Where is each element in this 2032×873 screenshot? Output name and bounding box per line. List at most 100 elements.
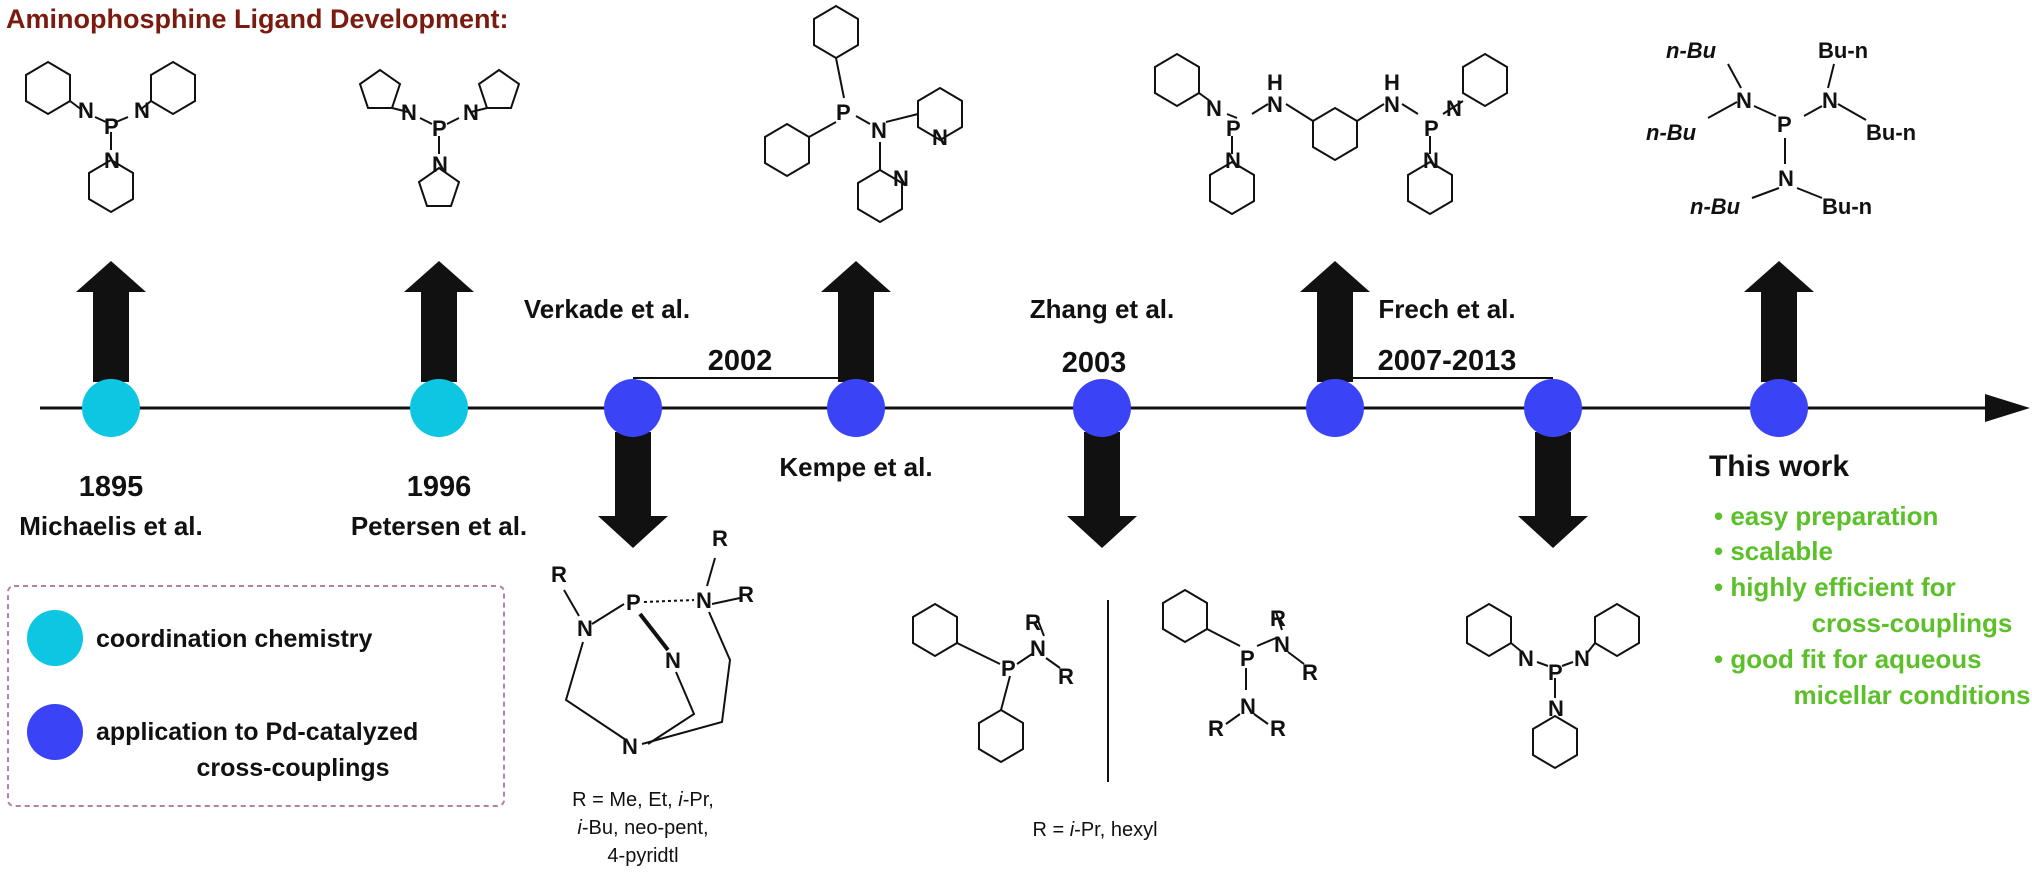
legend-box bbox=[7, 585, 505, 807]
feature-item: micellar conditions bbox=[1794, 680, 2031, 710]
verkade-r-note-1: R = Me, Et, i-Pr, bbox=[572, 789, 714, 811]
svg-text:N: N bbox=[1822, 88, 1838, 113]
legend-coordination-dot bbox=[27, 610, 83, 666]
year-label: 2002 bbox=[708, 345, 773, 377]
milestone-dot-this-work bbox=[1750, 379, 1808, 437]
up-arrow bbox=[76, 261, 146, 382]
bun-label: Bu-n bbox=[1822, 194, 1872, 219]
svg-text:R: R bbox=[712, 526, 728, 551]
svg-text:P: P bbox=[1001, 656, 1016, 681]
svg-text:N: N bbox=[1736, 88, 1752, 113]
svg-text:P: P bbox=[1424, 116, 1439, 141]
verkade-r-note-3: 4-pyridtl bbox=[607, 845, 678, 867]
feature-item: cross-couplings bbox=[1812, 608, 2013, 638]
nbu-label: n-Bu bbox=[1690, 194, 1741, 219]
svg-text:P: P bbox=[1777, 112, 1792, 137]
svg-text:N: N bbox=[1548, 696, 1564, 721]
structure-this-work: n-Bu Bu-n N N n-Bu P Bu-n N n-Bu Bu-n bbox=[1646, 38, 1916, 219]
svg-text:N: N bbox=[665, 648, 681, 673]
svg-text:N: N bbox=[1274, 632, 1290, 657]
author-label: Michaelis et al. bbox=[19, 511, 203, 541]
down-arrow bbox=[1067, 432, 1137, 548]
timeline-axis bbox=[40, 394, 2030, 422]
svg-text:N: N bbox=[1384, 92, 1400, 117]
year-label: 2007-2013 bbox=[1378, 345, 1517, 377]
author-label: Petersen et al. bbox=[351, 511, 527, 541]
svg-text:N: N bbox=[932, 125, 948, 150]
svg-text:R: R bbox=[551, 562, 567, 587]
timeline-labels: 1895 Michaelis et al. 1996 Petersen et a… bbox=[19, 294, 1849, 541]
svg-text:P: P bbox=[836, 100, 851, 125]
author-label: Zhang et al. bbox=[1030, 294, 1174, 324]
svg-text:N: N bbox=[463, 100, 479, 125]
svg-text:N: N bbox=[1446, 96, 1462, 121]
structure-zhang: P N R R P N R R N R R R = i-Pr, hexyl bbox=[912, 588, 1318, 841]
structure-frech-2007: N P N H N H N P N N bbox=[1154, 52, 1508, 216]
structure-kempe-2002: P N N N bbox=[764, 4, 963, 224]
year-label: 1996 bbox=[407, 471, 472, 503]
svg-text:R: R bbox=[1058, 664, 1074, 689]
svg-text:N: N bbox=[1423, 148, 1439, 173]
bun-label: Bu-n bbox=[1818, 38, 1868, 63]
legend-application-label-2: cross-couplings bbox=[196, 754, 389, 782]
verkade-r-note-2: i-Bu, neo-pent, bbox=[577, 817, 708, 839]
down-arrows bbox=[598, 432, 1588, 548]
feature-item: • highly efficient for bbox=[1714, 572, 1956, 602]
svg-text:N: N bbox=[622, 734, 638, 759]
svg-text:N: N bbox=[1240, 694, 1256, 719]
svg-text:N: N bbox=[1778, 166, 1794, 191]
axis-arrowhead bbox=[1985, 394, 2030, 422]
svg-text:N: N bbox=[401, 100, 417, 125]
timeline-dots bbox=[82, 379, 1808, 437]
bun-label: Bu-n bbox=[1866, 120, 1916, 145]
svg-text:N: N bbox=[104, 148, 120, 173]
this-work-label: This work bbox=[1709, 450, 1849, 483]
structure-frech-tripiperidino: N P N N bbox=[1466, 602, 1640, 770]
zhang-r-note: R = i-Pr, hexyl bbox=[1032, 819, 1157, 841]
svg-text:R: R bbox=[1302, 660, 1318, 685]
svg-text:P: P bbox=[1240, 646, 1255, 671]
this-work-features: • easy preparation • scalable • highly e… bbox=[1714, 501, 2030, 710]
up-arrow bbox=[1300, 261, 1370, 382]
year-label: 1895 bbox=[79, 471, 144, 503]
down-arrow bbox=[598, 432, 668, 548]
svg-text:N: N bbox=[893, 166, 909, 191]
svg-text:N: N bbox=[432, 152, 448, 177]
legend-application-dot bbox=[27, 704, 83, 760]
up-arrow bbox=[1744, 261, 1814, 382]
structure-tripyrrolylphosphine-1996: N N P N bbox=[358, 68, 521, 207]
milestone-dot-kempe bbox=[827, 379, 885, 437]
feature-item: • easy preparation bbox=[1714, 501, 1938, 531]
figure-title: Aminophosphine Ligand Development: bbox=[6, 4, 509, 34]
svg-text:P: P bbox=[1548, 660, 1563, 685]
svg-text:N: N bbox=[871, 118, 887, 143]
structure-verkade: R N P N R R N N R = Me, Et, i-Pr, i-Bu, … bbox=[551, 526, 754, 867]
svg-text:N: N bbox=[78, 98, 94, 123]
nbu-label: n-Bu bbox=[1666, 38, 1717, 63]
feature-item: • scalable bbox=[1714, 536, 1833, 566]
milestone-dot-frech-b bbox=[1524, 379, 1582, 437]
milestone-dot-zhang bbox=[1073, 379, 1131, 437]
milestone-dot-verkade bbox=[604, 379, 662, 437]
up-arrow bbox=[821, 261, 891, 382]
svg-text:N: N bbox=[1518, 646, 1534, 671]
svg-text:N: N bbox=[577, 616, 593, 641]
author-label: Kempe et al. bbox=[779, 452, 932, 482]
milestone-dot-1996 bbox=[410, 379, 468, 437]
author-label: Frech et al. bbox=[1378, 294, 1515, 324]
svg-text:R: R bbox=[1270, 606, 1286, 631]
author-label: Verkade et al. bbox=[524, 294, 690, 324]
down-arrow bbox=[1518, 432, 1588, 548]
svg-text:P: P bbox=[104, 114, 119, 139]
svg-text:N: N bbox=[1574, 646, 1590, 671]
up-arrow bbox=[404, 261, 474, 382]
svg-text:P: P bbox=[1226, 116, 1241, 141]
up-arrows bbox=[76, 261, 1814, 382]
svg-text:H: H bbox=[1267, 70, 1283, 95]
svg-text:H: H bbox=[1384, 70, 1400, 95]
legend: coordination chemistry application to Pd… bbox=[7, 585, 505, 807]
svg-text:R: R bbox=[1270, 716, 1286, 741]
svg-text:P: P bbox=[432, 116, 447, 141]
legend-application-label: application to Pd-catalyzed bbox=[96, 718, 418, 746]
